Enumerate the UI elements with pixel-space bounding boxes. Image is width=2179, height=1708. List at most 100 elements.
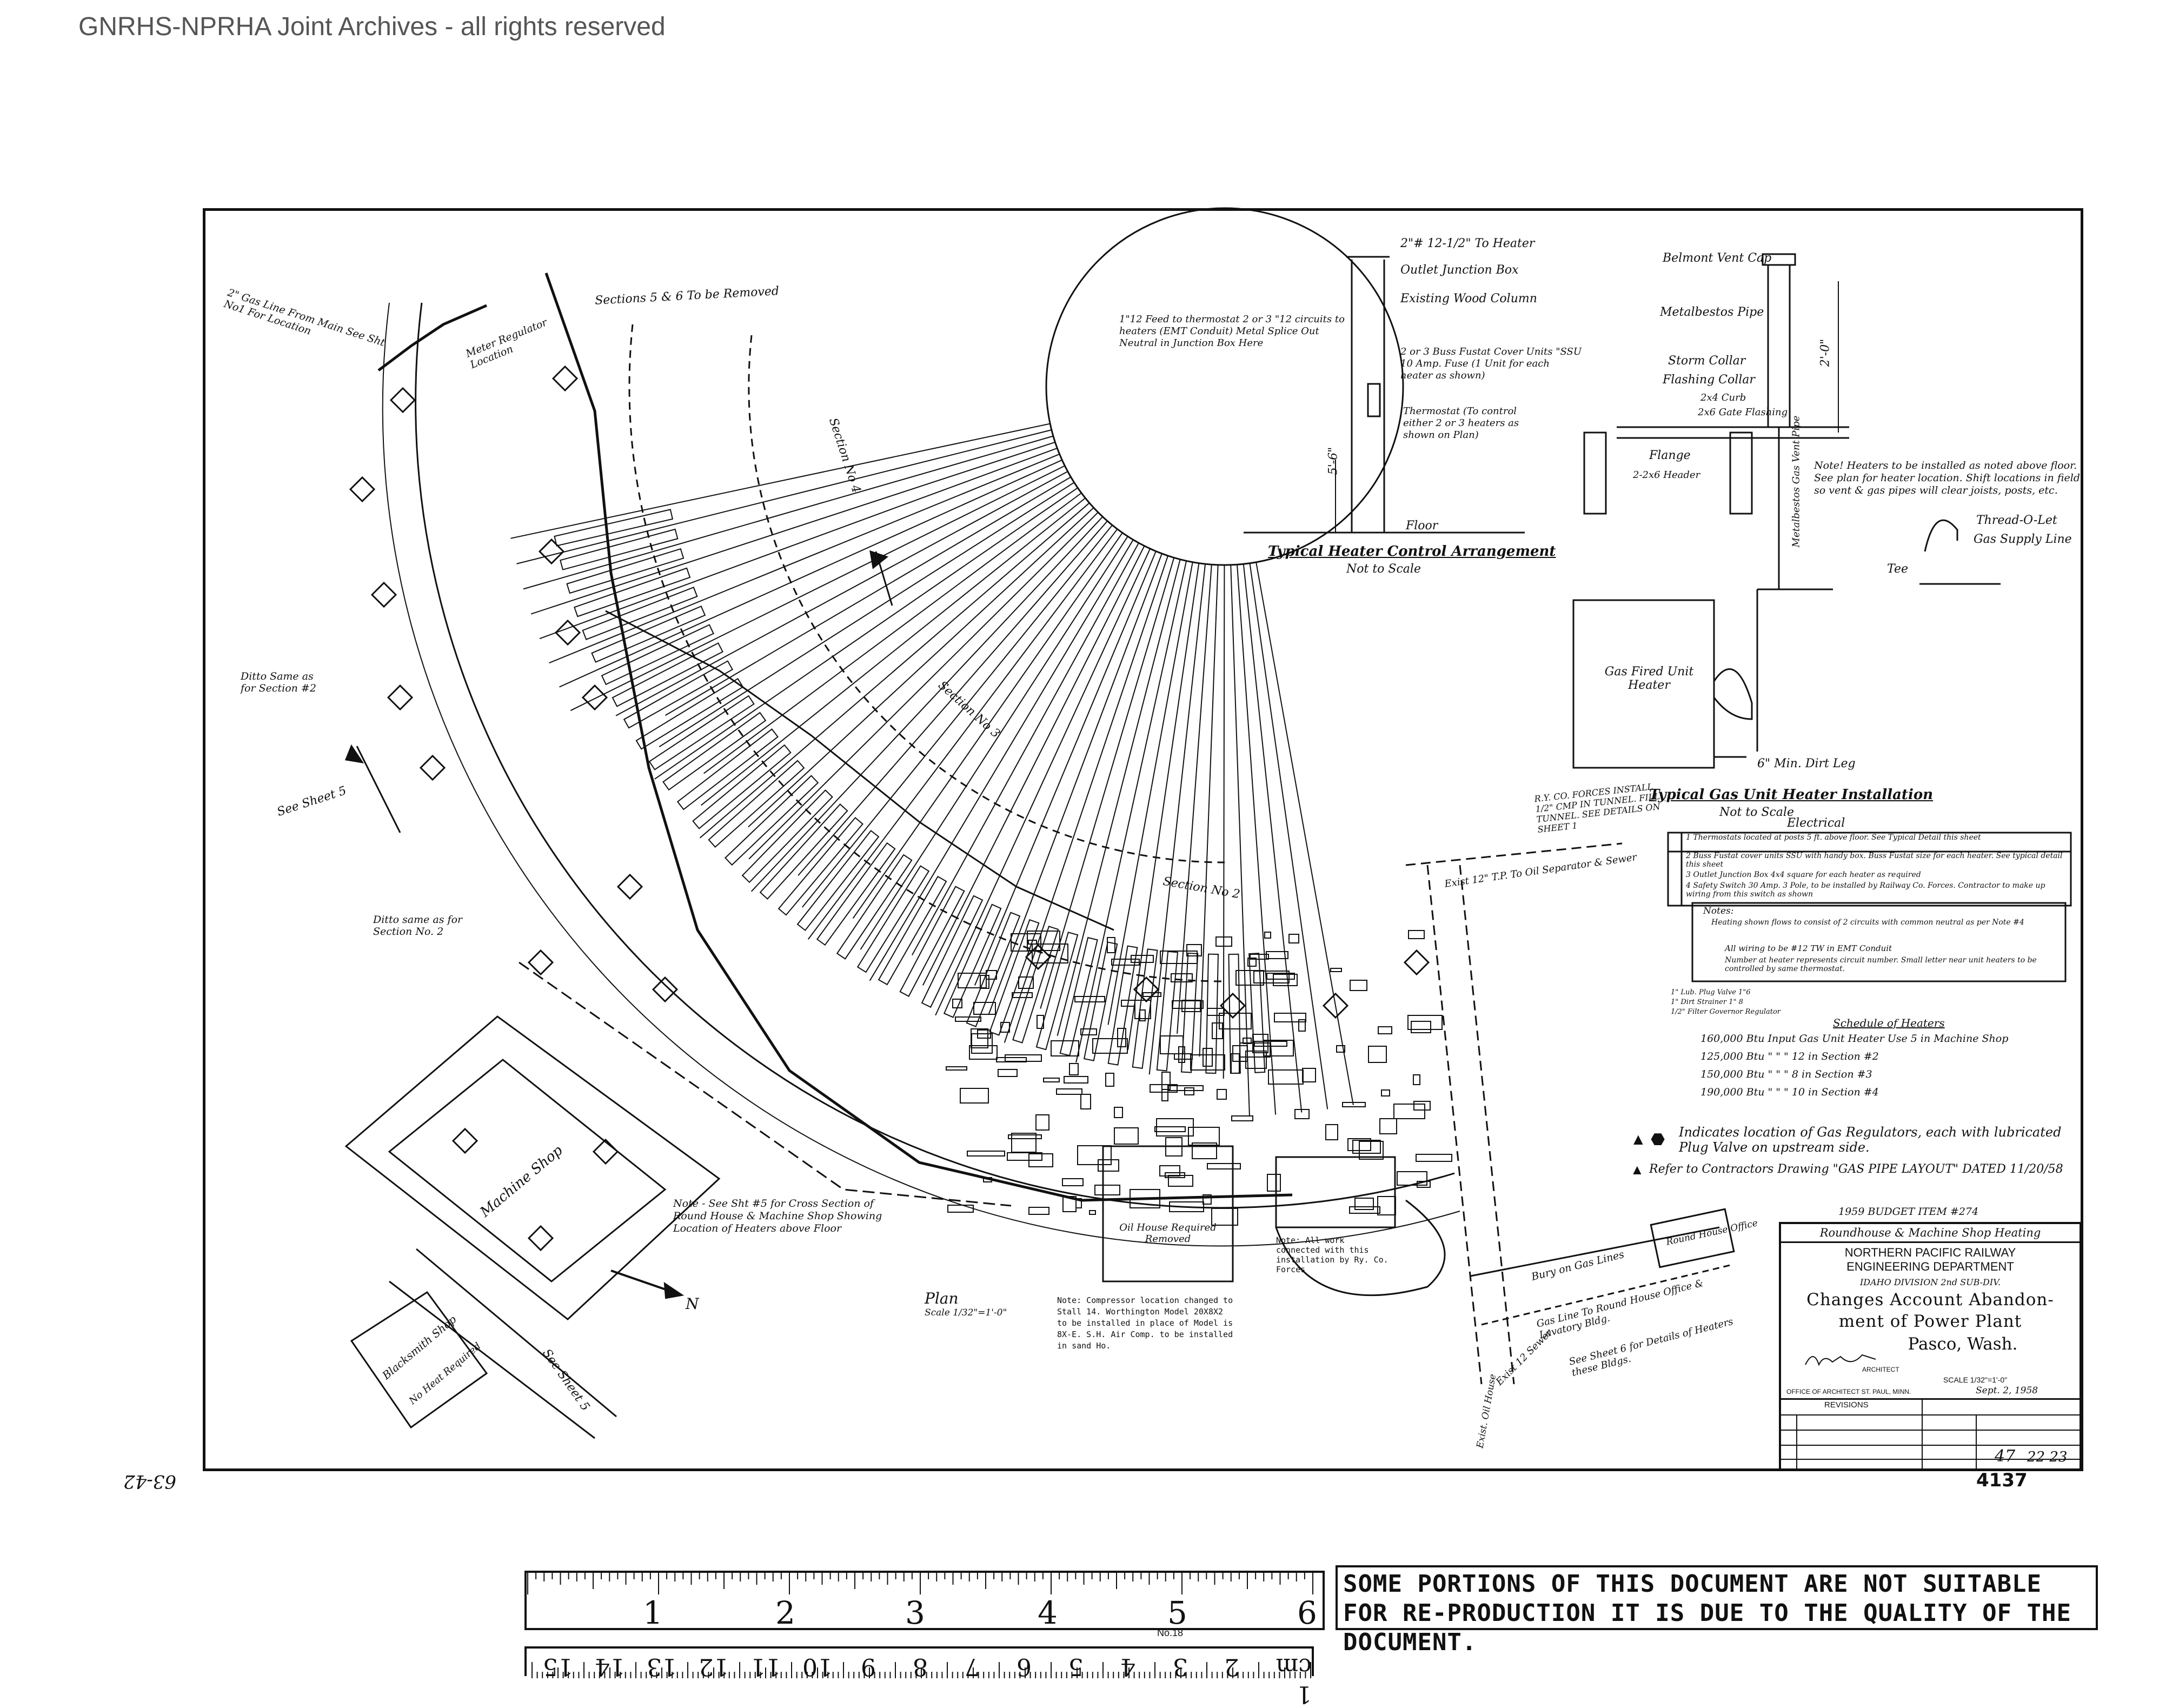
equipment-mark bbox=[1207, 1163, 1241, 1169]
cm-15: 15 bbox=[543, 1653, 573, 1680]
heater-symbols bbox=[349, 365, 1430, 1252]
equipment-cluster bbox=[946, 930, 1452, 1226]
cm-10: 10 bbox=[802, 1653, 833, 1680]
radial-track bbox=[1243, 564, 1303, 1113]
stall-pit bbox=[759, 803, 848, 900]
equipment-mark bbox=[1160, 951, 1198, 964]
equipment-mark bbox=[1253, 971, 1290, 983]
radial-track bbox=[852, 532, 1123, 919]
plan-label-north: N bbox=[686, 1295, 699, 1313]
title-block-architect: ARCHITECT bbox=[1862, 1366, 1899, 1373]
heater-control-scale: Not to Scale bbox=[1346, 562, 1421, 576]
cm-2: 2 bbox=[1224, 1653, 1239, 1680]
north-arrow bbox=[610, 1270, 685, 1299]
unit-heater-symbol bbox=[387, 684, 414, 711]
equipment-mark bbox=[1219, 1013, 1252, 1029]
equipment-mark bbox=[1130, 1189, 1160, 1208]
equipment-mark bbox=[1211, 1208, 1238, 1226]
architect-signature bbox=[1803, 1348, 1878, 1370]
equipment-mark bbox=[1062, 1196, 1077, 1212]
equipment-mark bbox=[1252, 1034, 1268, 1053]
equipment-mark bbox=[1074, 996, 1105, 1002]
turntable-pit bbox=[1045, 207, 1404, 566]
inch-ruler: 1 2 3 4 5 6 bbox=[524, 1571, 1325, 1631]
inch-4: 4 bbox=[1038, 1594, 1058, 1631]
radial-track bbox=[807, 528, 1118, 940]
equipment-mark bbox=[1302, 1068, 1316, 1082]
radial-tracks bbox=[510, 423, 1354, 1116]
unit-heater-symbol bbox=[527, 949, 554, 976]
contractor-note: Refer to Contractors Drawing "GAS PIPE L… bbox=[1649, 1162, 2063, 1176]
inch-5: 5 bbox=[1167, 1594, 1187, 1631]
radial-track bbox=[510, 423, 1051, 539]
equipment-mark bbox=[1267, 1174, 1281, 1192]
equipment-mark bbox=[1186, 944, 1202, 956]
stall-pit bbox=[836, 854, 913, 960]
cm-12: 12 bbox=[699, 1653, 729, 1680]
stall-pit bbox=[554, 509, 674, 547]
heater-control-note-1: 2"# 12-1/2" To Heater bbox=[1400, 237, 1535, 250]
radial-track bbox=[1057, 559, 1181, 1036]
equipment-mark bbox=[1043, 1078, 1060, 1082]
equipment-mark bbox=[1250, 954, 1269, 960]
radial-track bbox=[912, 542, 1139, 956]
equipment-mark bbox=[1231, 1115, 1253, 1121]
unit-heater-symbol bbox=[451, 1127, 479, 1154]
gas-heater-note-15: 2'-0" bbox=[1818, 338, 1832, 367]
unit-heater-symbol bbox=[538, 538, 565, 565]
equipment-mark bbox=[1245, 1051, 1267, 1069]
cm-1: 1 cm bbox=[1275, 1653, 1312, 1708]
heater-control-note-4: 1"12 Feed to thermostat 2 or 3 "12 circu… bbox=[1119, 314, 1345, 349]
plan-label-note-compressor: Note: Compressor location changed to Sta… bbox=[1057, 1295, 1233, 1351]
stall-pit bbox=[899, 886, 965, 997]
equipment-mark bbox=[947, 1205, 974, 1213]
radial-track bbox=[748, 511, 1099, 860]
radial-track bbox=[922, 546, 1145, 986]
schedule-row-4: 190,000 Btu " " " 10 in Section #4 bbox=[1700, 1086, 1879, 1098]
unit-heater-symbol bbox=[1025, 943, 1052, 971]
cm-13: 13 bbox=[647, 1653, 677, 1680]
stall-pit bbox=[778, 816, 863, 916]
title-block-date: Sept. 2, 1958 bbox=[1976, 1385, 2038, 1396]
equipment-mark bbox=[1349, 1206, 1380, 1214]
radial-track bbox=[700, 497, 1086, 806]
equipment-mark bbox=[1032, 943, 1068, 963]
equipment-mark bbox=[1037, 1015, 1044, 1029]
inch-3: 3 bbox=[905, 1594, 925, 1631]
cm-6: 6 bbox=[1017, 1653, 1032, 1680]
heater-control-note-3: Existing Wood Column bbox=[1400, 292, 1537, 305]
cm-9: 9 bbox=[861, 1653, 876, 1680]
cm-ruler: 1 cm 2 3 4 5 6 7 8 9 10 11 12 13 14 15 bbox=[524, 1646, 1314, 1708]
equipment-mark bbox=[1027, 931, 1060, 951]
unit-heater-symbol bbox=[581, 684, 608, 711]
equipment-mark bbox=[1413, 1101, 1431, 1111]
equipment-mark bbox=[1377, 1196, 1396, 1215]
equipment-mark bbox=[1062, 1178, 1084, 1186]
radial-track bbox=[1249, 563, 1328, 1109]
equipment-mark bbox=[1416, 1154, 1452, 1162]
heater-control-detail bbox=[1244, 256, 1525, 534]
equipment-mark bbox=[1028, 940, 1037, 945]
stall-pit bbox=[1181, 952, 1199, 1073]
radial-track bbox=[1040, 557, 1175, 1009]
stall-pit bbox=[921, 895, 984, 1008]
radial-track bbox=[654, 487, 1078, 780]
title-block-location: Pasco, Wash. bbox=[1908, 1334, 2018, 1354]
budget-item: 1959 BUDGET ITEM #274 bbox=[1838, 1206, 1979, 1218]
regulator-note: Indicates location of Gas Regulators, ea… bbox=[1679, 1125, 2062, 1155]
equipment-mark bbox=[1028, 1207, 1049, 1215]
gas-heater-note-7: Flange bbox=[1649, 449, 1691, 462]
equipment-mark bbox=[1011, 1133, 1037, 1153]
equipment-mark bbox=[1161, 1072, 1171, 1090]
radial-track bbox=[1148, 563, 1206, 1075]
power-plant-building bbox=[1102, 1145, 1234, 1282]
unit-heater-symbol bbox=[554, 619, 581, 646]
equipment-mark bbox=[1330, 968, 1342, 972]
stall-pit bbox=[601, 624, 714, 686]
equipment-mark bbox=[973, 1002, 996, 1015]
title-block-drawing-no: 22 23 bbox=[2027, 1449, 2068, 1465]
heater-control-note-7: 5'-6" bbox=[1326, 447, 1340, 475]
equipment-mark bbox=[960, 1088, 989, 1104]
radial-track bbox=[1199, 564, 1219, 1057]
electrical-item-1: 1 Thermostats located at posts 5 ft. abo… bbox=[1686, 833, 1981, 842]
